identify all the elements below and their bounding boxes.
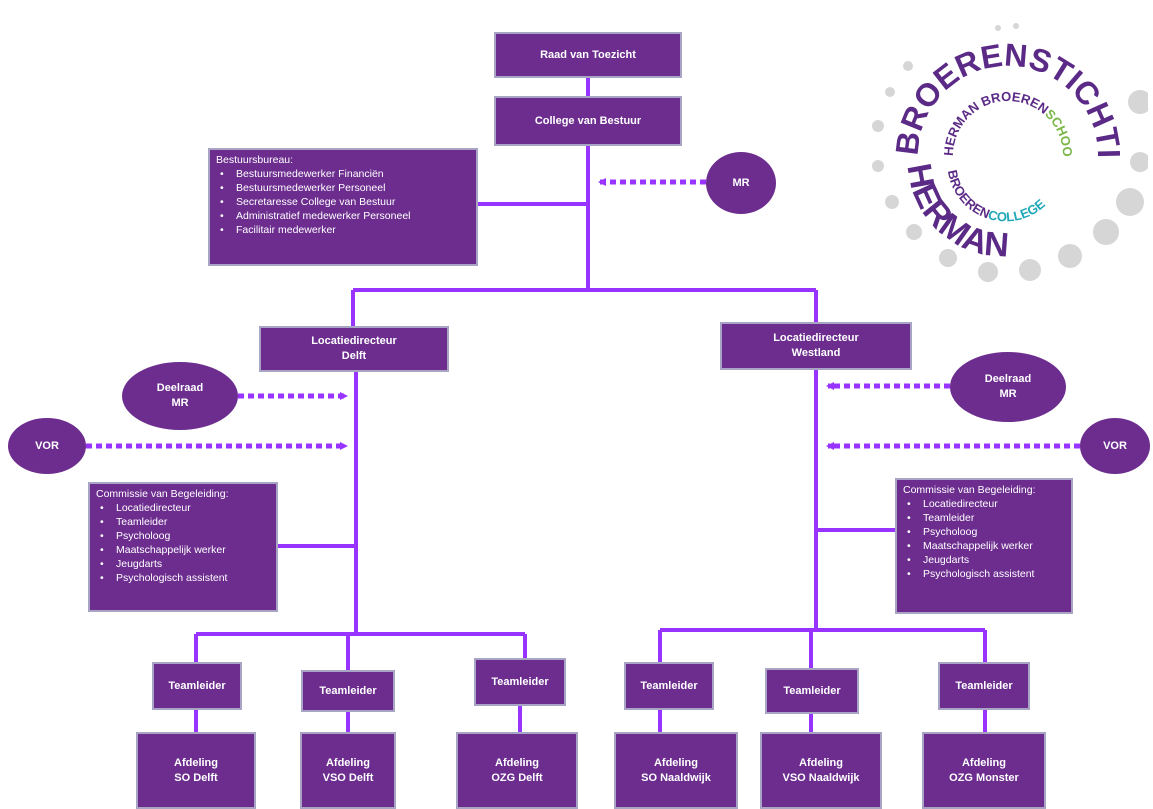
list-item: Locatiedirecteur [907,497,1065,511]
afdeling-vso-naaldwijk-box: Afdeling VSO Naaldwijk [760,732,882,809]
afdeling-ozg-monster-box: Afdeling OZG Monster [922,732,1046,809]
teamleider-ozg-delft-box: Teamleider [474,658,566,706]
teamleider-vso-delft-box: Teamleider [301,670,395,712]
locatiedirecteur-delft-line2: Delft [341,350,367,362]
teamleider-label: Teamleider [319,684,377,697]
broerenstichting-logo: BROERENSTICHTING HERMAN HERMAN BROERENSC… [848,6,1148,282]
locatiedirecteur-westland-line2: Westland [791,347,841,359]
raad-van-toezicht-label: Raad van Toezicht [540,48,636,61]
teamleider-label: Teamleider [168,679,226,692]
afdeling-so-naaldwijk-box: Afdeling SO Naaldwijk [614,732,738,809]
vor-delft-label: VOR [35,439,59,452]
list-item: Secretaresse College van Bestuur [220,195,470,209]
deelraad-delft-line1: Deelraad [156,382,204,394]
vor-delft-ellipse: VOR [8,418,86,474]
mr-label: MR [732,176,750,189]
afdeling-line1: Afdeling [174,756,218,769]
list-item: Jeugdarts [100,557,270,571]
teamleider-ozg-monster-box: Teamleider [938,662,1030,710]
teamleider-label: Teamleider [955,679,1013,692]
bestuursbureau-title: Bestuursbureau: [216,154,294,166]
deelraad-mr-westland-ellipse: Deelraad MR [950,352,1066,422]
afdeling-vso-delft-box: Afdeling VSO Delft [300,732,396,809]
list-item: Psychologisch assistent [100,571,270,585]
list-item: Facilitair medewerker [220,223,470,237]
list-item: Teamleider [907,511,1065,525]
dashed-arrows [86,178,1080,450]
list-item: Jeugdarts [907,553,1065,567]
teamleider-vso-naaldwijk-box: Teamleider [765,668,859,714]
afdeling-line2: VSO Naaldwijk [782,771,860,784]
afdeling-line1: Afdeling [799,756,843,769]
teamleider-label: Teamleider [783,684,841,697]
deelraad-mr-delft-ellipse: Deelraad MR [122,362,238,430]
locatiedirecteur-delft-line1: Locatiedirecteur [311,335,397,347]
list-item: Teamleider [100,515,270,529]
commissie-westland-box: Commissie van Begeleiding: Locatiedirect… [895,478,1073,614]
list-item: Maatschappelijk werker [907,539,1065,553]
mr-ellipse: MR [706,152,776,214]
bestuursbureau-list: Bestuursmedewerker Financiën Bestuursmed… [216,167,470,237]
afdeling-so-delft-box: Afdeling SO Delft [136,732,256,809]
locatiedirecteur-westland-line1: Locatiedirecteur [773,332,859,344]
locatiedirecteur-delft-box: Locatiedirecteur Delft [259,326,449,372]
teamleider-label: Teamleider [491,675,549,688]
afdeling-line2: SO Naaldwijk [641,771,711,784]
vor-westland-label: VOR [1103,439,1127,452]
list-item: Psycholoog [907,525,1065,539]
vor-westland-ellipse: VOR [1080,418,1150,474]
commissie-delft-title: Commissie van Begeleiding: [96,488,229,500]
afdeling-ozg-delft-box: Afdeling OZG Delft [456,732,578,809]
logo-outer-top-text: BROERENSTICHTING [848,6,1127,158]
commissie-delft-box: Commissie van Begeleiding: Locatiedirect… [88,482,278,612]
list-item: Bestuursmedewerker Financiën [220,167,470,181]
afdeling-line1: Afdeling [961,756,1006,769]
list-item: Administratief medewerker Personeel [220,209,470,223]
solid-connectors [194,76,987,734]
list-item: Maatschappelijk werker [100,543,270,557]
afdeling-line1: Afdeling [653,756,698,769]
afdeling-line1: Afdeling [325,756,370,769]
deelraad-westland-line2: MR [999,388,1017,400]
college-van-bestuur-label: College van Bestuur [534,114,642,127]
teamleider-so-delft-box: Teamleider [152,662,242,710]
list-item: Psycholoog [100,529,270,543]
afdeling-line1: Afdeling [495,756,539,769]
commissie-westland-title: Commissie van Begeleiding: [903,484,1036,496]
commissie-westland-list: Locatiedirecteur Teamleider Psycholoog M… [903,497,1065,581]
list-item: Bestuursmedewerker Personeel [220,181,470,195]
deelraad-westland-line1: Deelraad [984,373,1032,385]
raad-van-toezicht-box: Raad van Toezicht [494,32,682,78]
afdeling-line2: SO Delft [174,771,218,784]
teamleider-so-naaldwijk-box: Teamleider [624,662,714,710]
list-item: Psychologisch assistent [907,567,1065,581]
logo-dots [872,23,1148,282]
bestuursbureau-box: Bestuursbureau: Bestuursmedewerker Finan… [208,148,478,266]
afdeling-line2: VSO Delft [322,771,374,784]
afdeling-line2: OZG Delft [491,771,543,784]
commissie-delft-list: Locatiedirecteur Teamleider Psycholoog M… [96,501,270,585]
list-item: Locatiedirecteur [100,501,270,515]
locatiedirecteur-westland-box: Locatiedirecteur Westland [720,322,912,370]
afdeling-line2: OZG Monster [949,771,1019,784]
teamleider-label: Teamleider [640,679,698,692]
college-van-bestuur-box: College van Bestuur [494,96,682,146]
deelraad-delft-line2: MR [171,397,189,409]
